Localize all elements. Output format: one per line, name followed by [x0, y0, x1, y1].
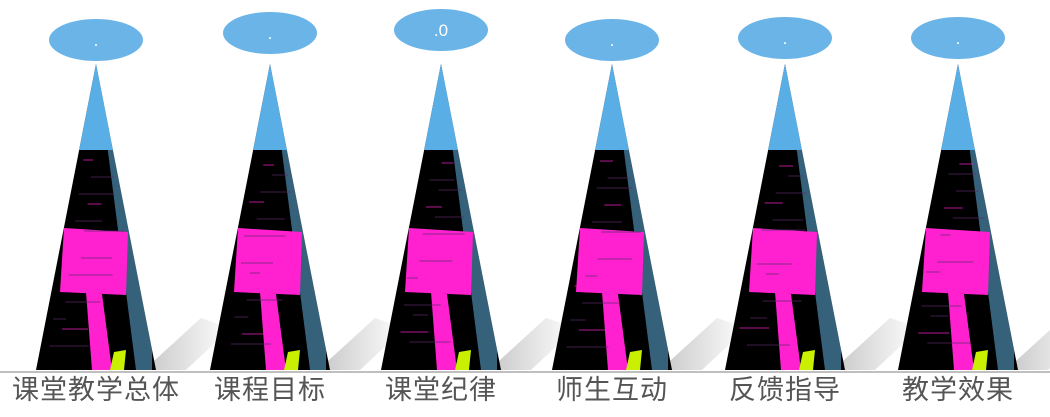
- value-bubble-text: .: [783, 29, 788, 48]
- pyramid-accent: [455, 350, 471, 370]
- value-bubble: [565, 19, 659, 61]
- pyramid-cap: [941, 64, 975, 150]
- pyramid-label-overall: 课堂教学总体: [12, 375, 180, 406]
- pyramid-cap: [595, 64, 629, 150]
- pyramid-teacher-student-interaction: .: [552, 19, 747, 370]
- pyramid-shadow: [833, 318, 920, 370]
- pyramid-teaching-effect: .: [898, 17, 1050, 370]
- pyramid-cap: [424, 64, 458, 150]
- pyramid-shadow: [318, 318, 405, 370]
- pyramid-strip: [260, 292, 286, 370]
- pyramid-panel: [234, 228, 302, 295]
- pyramid-label-teacher-student-interaction: 师生互动: [556, 375, 668, 406]
- pyramid-panel: [576, 228, 644, 295]
- pyramid-strip: [431, 292, 457, 370]
- pyramid-panel: [60, 228, 128, 295]
- value-bubble: [911, 17, 1005, 59]
- value-bubble: [738, 17, 832, 59]
- pyramid-label-classroom-discipline: 课堂纪律: [385, 375, 497, 406]
- pyramid-accent: [284, 350, 300, 370]
- value-bubble-text: .: [268, 24, 273, 43]
- pyramid-cap: [768, 64, 802, 150]
- value-bubble-text: .: [94, 31, 99, 50]
- pyramid-strip: [86, 292, 112, 370]
- pyramid-accent: [972, 350, 988, 370]
- value-bubble-text: .: [956, 29, 961, 48]
- pyramid-course-goals: .: [210, 12, 405, 370]
- value-bubble: [49, 19, 143, 61]
- pyramid-label-teaching-effect: 教学效果: [902, 375, 1014, 406]
- pyramid-classroom-discipline: .0: [381, 9, 576, 370]
- pyramid-shadow: [1006, 329, 1050, 370]
- pyramid-strip: [948, 292, 974, 370]
- pyramid-accent: [626, 350, 642, 370]
- pyramid-cap: [79, 64, 113, 150]
- pyramid-strip: [775, 292, 801, 370]
- pyramid-overall: .: [36, 19, 231, 370]
- pyramid-strip: [602, 292, 628, 370]
- pyramid-panel: [749, 228, 817, 295]
- value-bubble: [223, 12, 317, 54]
- pyramid-label-feedback-guidance: 反馈指导: [729, 375, 841, 406]
- pyramid-shadow: [144, 318, 231, 370]
- pyramid-label-course-goals: 课程目标: [214, 375, 326, 406]
- pyramid-accent: [110, 350, 126, 370]
- value-bubble: [394, 9, 488, 51]
- pyramid-feedback-guidance: .: [725, 17, 920, 370]
- pyramid-accent: [799, 350, 815, 370]
- pyramid-shadow: [489, 318, 576, 370]
- value-bubble-text: .0: [434, 21, 448, 40]
- value-bubble-text: .: [610, 31, 615, 50]
- pyramid-shadow: [660, 318, 747, 370]
- pyramid-cap: [253, 64, 287, 150]
